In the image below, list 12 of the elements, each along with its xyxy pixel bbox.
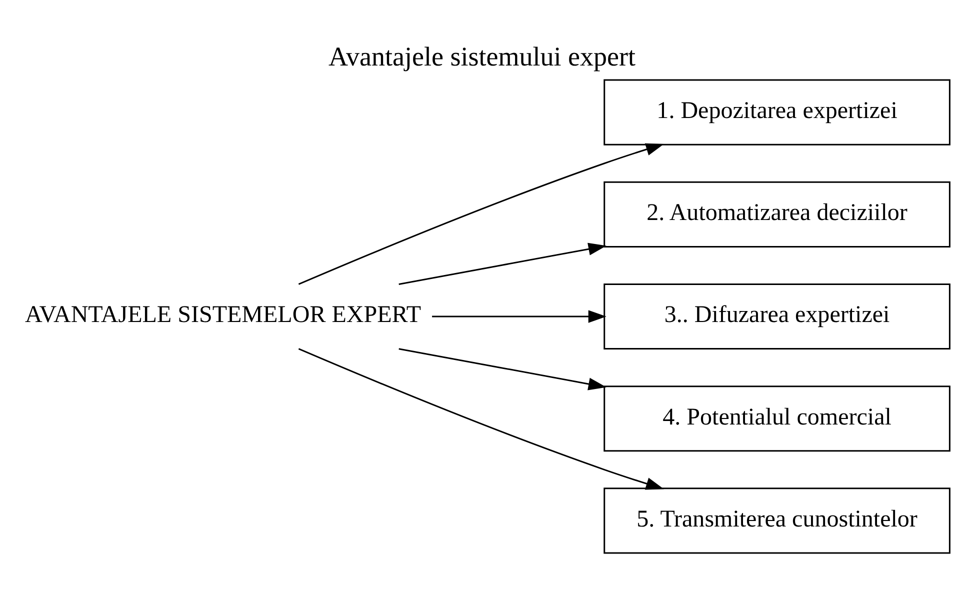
arrow: [298, 142, 664, 284]
node-box: 2. Automatizarea deciziilor: [604, 180, 950, 247]
node-box: 3.. Difuzarea expertizei: [604, 283, 950, 350]
arrow: [298, 348, 664, 490]
node-box: 5. Transmiterea cunostintelor: [604, 487, 950, 554]
arrow: [398, 348, 606, 390]
node-box: 1. Depozitarea expertizei: [604, 78, 950, 145]
arrow: [398, 242, 606, 284]
diagram-title: Avantajele sistemului expert: [328, 41, 636, 72]
arrow: [432, 310, 606, 322]
node-box: 4. Potentialul comercial: [604, 385, 950, 452]
node-text: AVANTAJELE SISTEMELOR EXPERT: [24, 302, 422, 328]
